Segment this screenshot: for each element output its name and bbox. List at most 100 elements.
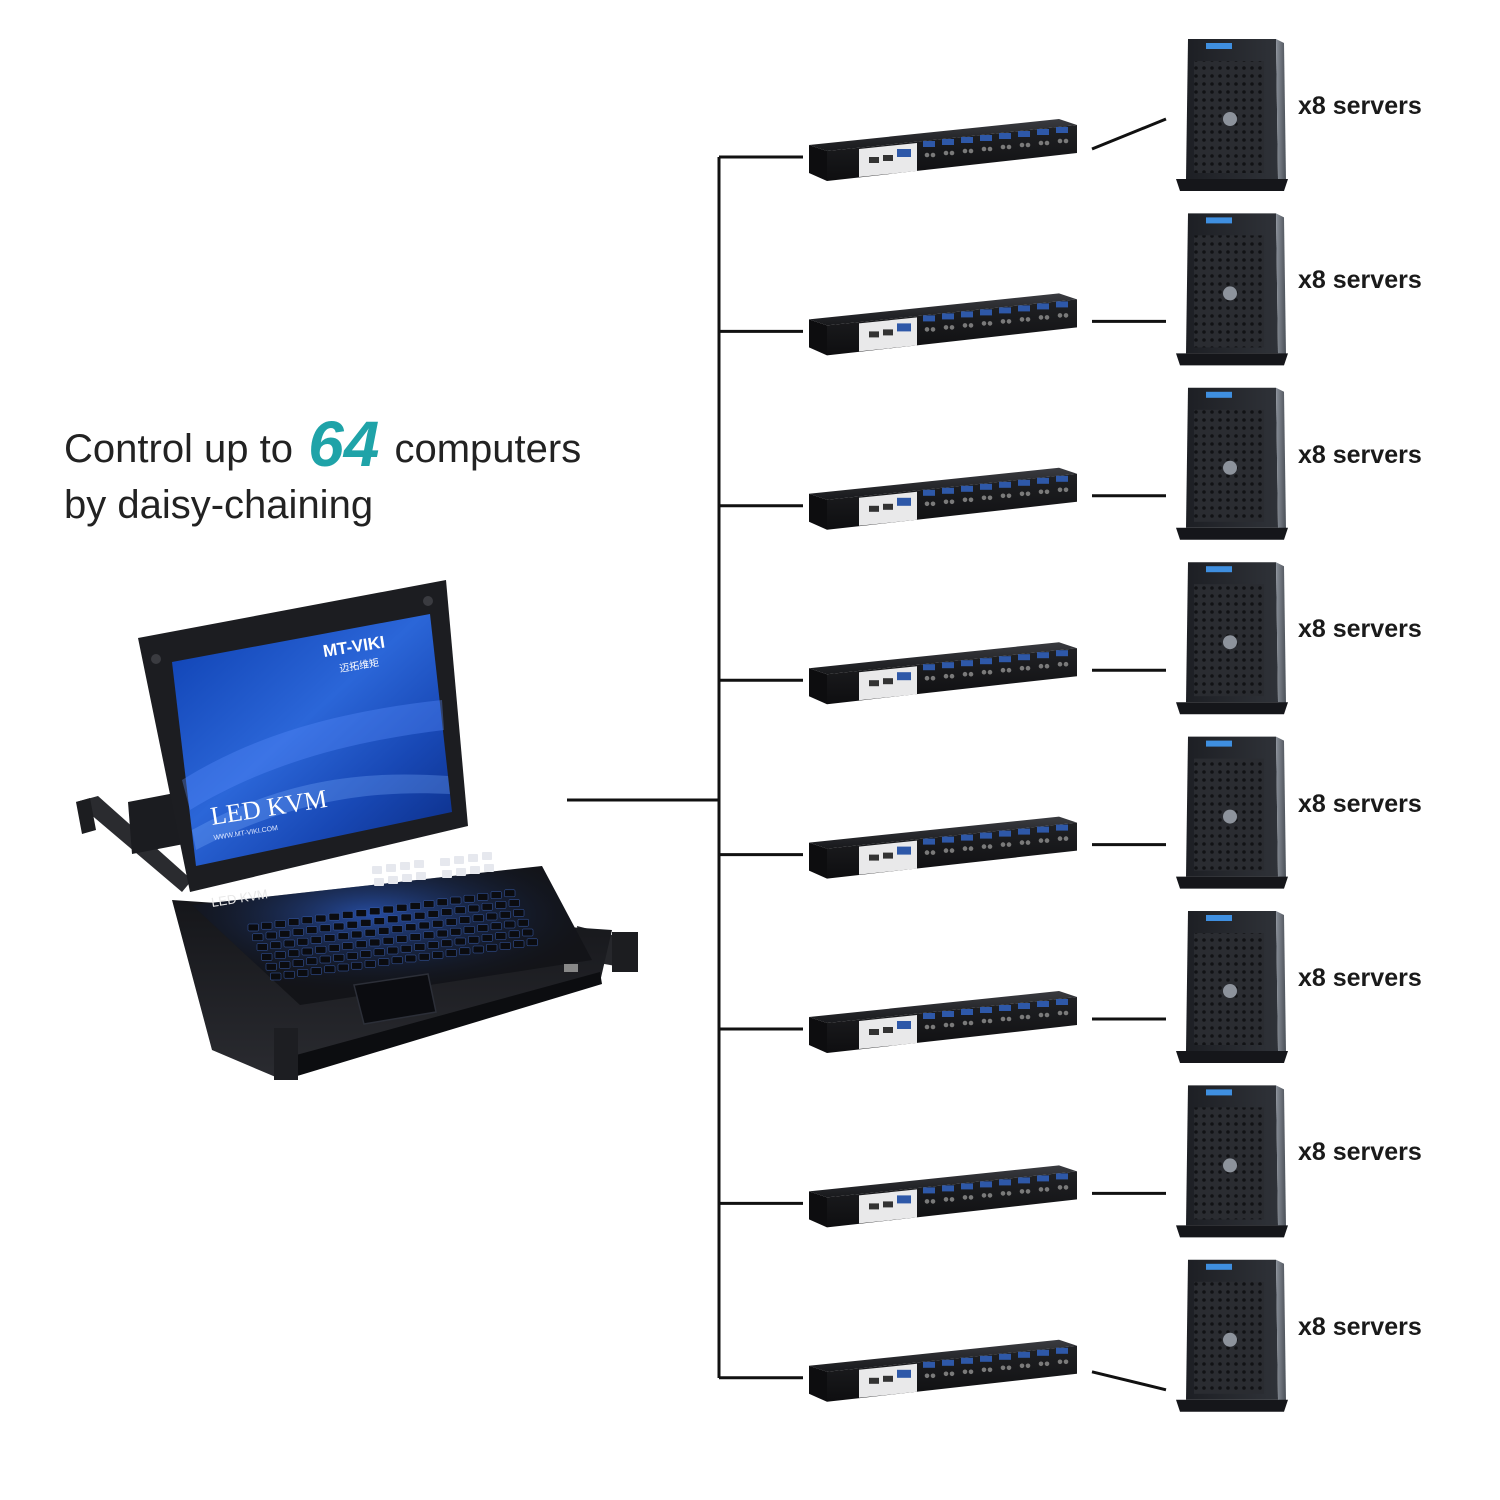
keyboard-key [337, 963, 349, 972]
vga-port-icon [1056, 1347, 1068, 1354]
usb-port-icon [869, 854, 879, 861]
audio-port-icon [1057, 1185, 1063, 1190]
vga-port-icon [1056, 127, 1068, 133]
keyboard-key [441, 939, 453, 948]
keyboard-key [283, 970, 295, 979]
keyboard-key [355, 909, 367, 917]
keyboard-key [526, 938, 538, 947]
vga-port-icon [923, 1013, 935, 1019]
vga-port-icon [961, 660, 973, 667]
vga-port-icon [1018, 1003, 1030, 1009]
audio-port-icon [1006, 842, 1012, 847]
keyboard-key [346, 920, 358, 929]
audio-port-icon [962, 1020, 968, 1026]
kvm-switch-top [809, 991, 1077, 1023]
server-link-line [1091, 1370, 1167, 1392]
audio-port-icon [968, 671, 974, 677]
keyboard-key [328, 912, 340, 921]
vga-port-icon [1037, 129, 1049, 135]
audio-port-icon [924, 1199, 930, 1204]
keyboard-key [351, 961, 363, 970]
vga-port-icon [1037, 652, 1049, 659]
keyboard-key [400, 944, 412, 953]
keyboard-key [351, 930, 363, 939]
audio-port-icon [1025, 317, 1031, 322]
keyboard-key [364, 928, 376, 937]
audio-port-icon [949, 1371, 955, 1377]
vga-port-icon [961, 1009, 973, 1015]
vga-port-icon [897, 1021, 911, 1029]
keyboard-key [319, 955, 331, 964]
audio-port-icon [1057, 487, 1063, 493]
audio-port-icon [949, 848, 955, 853]
keyboard-key [274, 920, 286, 928]
vga-port-icon [897, 1195, 911, 1204]
server-count-label: x8 servers [1298, 615, 1422, 644]
keyboard-key [319, 924, 331, 933]
audio-port-icon [1025, 1014, 1031, 1020]
server-feet [1176, 1399, 1288, 1412]
keyboard-key [396, 935, 408, 943]
audio-port-icon [1019, 1363, 1025, 1369]
audio-port-icon [968, 1369, 974, 1375]
usb-port-icon [883, 155, 893, 161]
chain-unit [719, 1259, 1288, 1412]
server-link-line [1091, 117, 1167, 151]
audio-port-icon [987, 1193, 993, 1198]
audio-port-icon [962, 148, 968, 154]
audio-port-icon [1019, 840, 1025, 845]
audio-port-icon [1063, 661, 1069, 667]
audio-port-icon [968, 323, 974, 328]
keyboard-key [337, 932, 349, 941]
vga-port-icon [1037, 1349, 1049, 1356]
vga-port-icon [999, 307, 1011, 314]
server-display-icon [1206, 391, 1232, 398]
vga-port-icon [980, 1007, 992, 1013]
front-bracket [274, 1028, 298, 1080]
vga-port-icon [1018, 828, 1030, 835]
keyboard-key [481, 934, 493, 942]
audio-port-icon [987, 1018, 993, 1024]
audio-port-icon [930, 675, 936, 681]
kvm-switch-top [809, 642, 1077, 675]
audio-port-icon [1006, 1191, 1012, 1196]
chain-unit [719, 213, 1288, 366]
vga-port-icon [923, 1361, 935, 1368]
keyboard-key [342, 911, 354, 919]
headline-text-before: Control up to [64, 427, 294, 471]
keyboard-key [504, 889, 516, 898]
vga-port-icon [980, 483, 992, 490]
keyboard-key [315, 914, 327, 923]
server-side-panel [1276, 213, 1286, 356]
chain-unit [719, 736, 1288, 889]
vga-port-icon [1056, 999, 1068, 1005]
audio-port-icon [1038, 489, 1044, 495]
server-count-label: x8 servers [1298, 1138, 1422, 1167]
keyboard-key [405, 954, 417, 963]
audio-port-icon [949, 325, 955, 330]
audio-port-icon [1025, 1189, 1031, 1194]
keyboard-key [513, 940, 525, 948]
vga-port-icon [980, 309, 992, 316]
keyboard-key [450, 896, 462, 905]
audio-port-icon [943, 1022, 949, 1028]
audio-port-icon [1025, 840, 1031, 845]
keyboard-key [454, 906, 466, 915]
audio-port-icon [1044, 1187, 1050, 1192]
kvm-switch-side [809, 668, 827, 705]
audio-port-icon [924, 675, 930, 681]
audio-port-icon [981, 1193, 987, 1198]
audio-port-icon [1025, 142, 1031, 148]
hotkey-button [400, 862, 410, 870]
audio-port-icon [949, 673, 955, 679]
keyboard-key [436, 929, 448, 938]
audio-port-icon [1044, 315, 1050, 320]
server-count-label: x8 servers [1298, 92, 1422, 120]
keyboard-key [517, 918, 529, 927]
vga-port-icon [1056, 824, 1068, 831]
audio-port-icon [1019, 491, 1025, 497]
keyboard-key [418, 952, 430, 961]
audio-port-icon [1044, 489, 1050, 495]
audio-port-icon [968, 1020, 974, 1026]
keyboard-key [288, 918, 300, 926]
